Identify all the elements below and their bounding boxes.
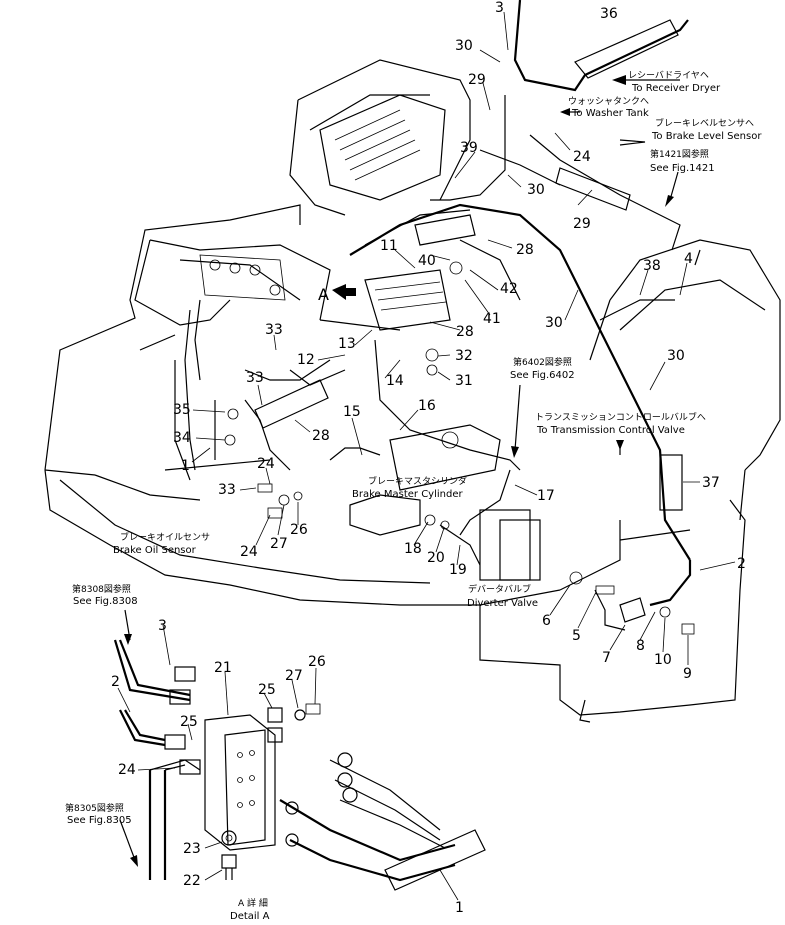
detail-a: [113, 639, 486, 891]
callout-38: 38: [643, 258, 661, 274]
label-fig8305-en: See Fig.8305: [67, 815, 132, 826]
callout-2: 2: [111, 674, 120, 690]
callout-28: 28: [312, 428, 330, 444]
callout-6: 6: [542, 613, 551, 629]
callout-24: 24: [240, 544, 258, 560]
callout-28: 28: [456, 324, 474, 340]
callout-26: 26: [290, 522, 308, 538]
callout-4: 4: [684, 251, 693, 267]
label-fig1421-en: See Fig.1421: [650, 163, 715, 174]
label-fig6402-en: See Fig.6402: [510, 370, 575, 381]
callout-35: 35: [173, 402, 191, 418]
label-detail-jp: A 詳 細: [238, 897, 268, 909]
callout-24: 24: [118, 762, 136, 778]
callout-14: 14: [386, 373, 404, 389]
callout-34: 34: [173, 430, 191, 446]
callout-40: 40: [418, 253, 436, 269]
harness-wires: [184, 0, 692, 631]
label-receiver-en: To Receiver Dryer: [631, 83, 721, 94]
label-brake-level-jp: ブレーキレベルセンサへ: [655, 117, 754, 129]
callout-3: 3: [158, 618, 167, 634]
label-trans-en: To Transmission Control Valve: [536, 425, 685, 436]
label-diverter-en: Diverter Valve: [467, 598, 538, 609]
callout-17: 17: [537, 488, 555, 504]
callout-5: 5: [572, 628, 581, 644]
label-fig8308-jp: 第8308図参照: [72, 583, 131, 595]
callout-3: 3: [495, 0, 504, 16]
callout-7: 7: [602, 650, 611, 666]
callout-15: 15: [343, 404, 361, 420]
callout-1: 1: [455, 900, 464, 916]
callout-41: 41: [483, 311, 501, 327]
callout-24: 24: [257, 456, 275, 472]
callout-33: 33: [265, 322, 283, 338]
label-brake-master-jp: ブレーキマスタシリンダ: [368, 475, 467, 487]
label-receiver-jp: レシーバドライヤヘ: [628, 70, 709, 81]
callout-16: 16: [418, 398, 436, 414]
callout-19: 19: [449, 562, 467, 578]
callout-33: 33: [246, 370, 264, 386]
callout-8: 8: [636, 638, 645, 654]
callout-12: 12: [297, 352, 315, 368]
callout-30: 30: [527, 182, 545, 198]
callout-33: 33: [218, 482, 236, 498]
callout-27: 27: [285, 668, 303, 684]
callout-23: 23: [183, 841, 201, 857]
callout-25: 25: [180, 714, 198, 730]
label-diverter-jp: デバータバルブ: [468, 583, 531, 595]
callout-30: 30: [545, 315, 563, 331]
callout-22: 22: [183, 873, 201, 889]
label-fig1421-jp: 第1421図参照: [650, 148, 709, 160]
callout-28: 28: [516, 242, 534, 258]
callout-30: 30: [455, 38, 473, 54]
callout-A: A: [318, 285, 329, 304]
callout-26: 26: [308, 654, 326, 670]
label-washer-en: To Washer Tank: [571, 108, 649, 119]
callout-24: 24: [573, 149, 591, 165]
callout-13: 13: [338, 336, 356, 352]
label-brake-oil-jp: ブレーキオイルセンサ: [120, 531, 210, 543]
label-trans-jp: トランスミッションコントロールバルブへ: [535, 411, 706, 423]
callout-32: 32: [455, 348, 473, 364]
text-labels: レシーバドライヤヘ To Receiver Dryer ウォッシャタンクへ To…: [65, 70, 762, 922]
callout-numbers: 36 3 30 29 39 24 30 29 28 11 40 42 41 38…: [111, 0, 746, 916]
callout-2: 2: [737, 556, 746, 572]
callout-29: 29: [468, 72, 486, 88]
label-fig8305-jp: 第8305図参照: [65, 802, 124, 814]
callout-9: 9: [683, 666, 692, 682]
callout-18: 18: [404, 541, 422, 557]
label-brake-master-en: Brake Master Cylinder: [352, 489, 463, 500]
callout-30: 30: [667, 348, 685, 364]
callout-1: 1: [181, 458, 190, 474]
label-detail-en: Detail A: [230, 911, 270, 922]
callout-39: 39: [460, 140, 478, 156]
leader-lines: [117, 11, 736, 901]
label-washer-jp: ウォッシャタンクへ: [568, 96, 649, 107]
callout-20: 20: [427, 550, 445, 566]
callout-31: 31: [455, 373, 473, 389]
callout-36: 36: [600, 6, 618, 22]
callout-21: 21: [214, 660, 232, 676]
callout-37: 37: [702, 475, 720, 491]
callout-42: 42: [500, 281, 518, 297]
callout-10: 10: [654, 652, 672, 668]
callout-11: 11: [380, 238, 398, 254]
label-fig8308-en: See Fig.8308: [73, 596, 138, 607]
arrows: [119, 75, 680, 867]
callout-27: 27: [270, 536, 288, 552]
callout-25: 25: [258, 682, 276, 698]
callout-29: 29: [573, 216, 591, 232]
label-brake-oil-en: Brake Oil Sensor: [113, 545, 197, 556]
label-brake-level-en: To Brake Level Sensor: [651, 131, 762, 142]
label-fig6402-jp: 第6402図参照: [513, 356, 572, 368]
